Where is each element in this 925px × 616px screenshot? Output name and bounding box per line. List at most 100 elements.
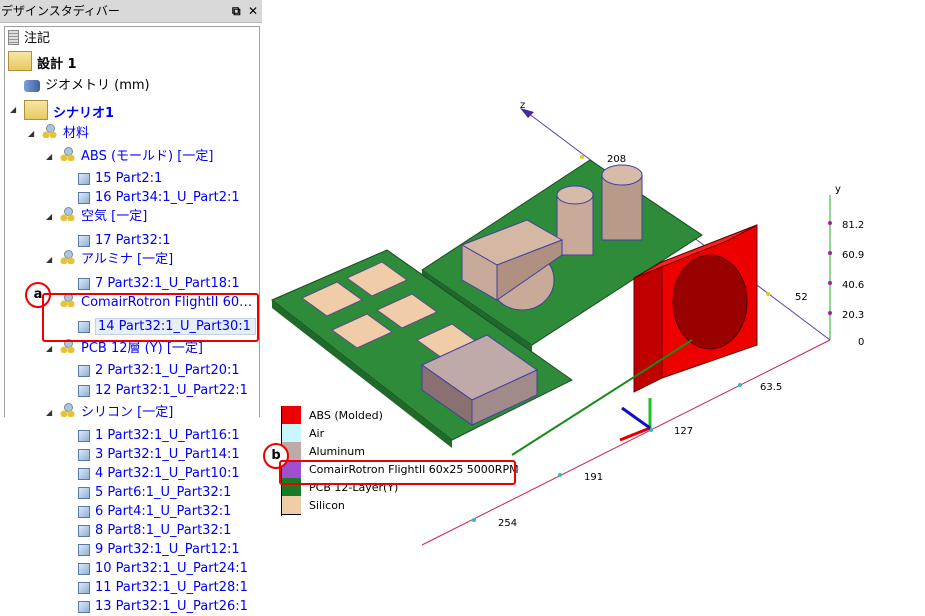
tree-item[interactable]: ◢ シリコン [一定] [46, 403, 174, 422]
material-icon [60, 250, 76, 266]
tree-item[interactable]: 設計 1 [8, 51, 77, 72]
y-axis-label: y [835, 184, 841, 195]
tree-item[interactable]: 13 Part32:1_U_Part26:1 [78, 597, 248, 616]
legend-label: Air [309, 427, 325, 440]
tree-item[interactable]: 9 Part32:1_U_Part12:1 [78, 540, 240, 559]
y-tick: 0 [858, 337, 864, 348]
3d-viewport[interactable]: z y 208 52 81.2 60.9 40.6 20.3 0 63.5 12… [262, 0, 925, 604]
tree-item-label: 3 Part32:1_U_Part14:1 [95, 447, 240, 462]
tree-item[interactable]: 1 Part32:1_U_Part16:1 [78, 426, 240, 445]
tree-item[interactable]: 12 Part32:1_U_Part22:1 [78, 381, 248, 400]
heatsink [421, 334, 538, 426]
part-icon [78, 173, 90, 185]
part-icon [78, 385, 90, 397]
legend-label: ComairRotron FlightII 60x25 5000RPM [309, 463, 519, 476]
geometry-icon [24, 80, 40, 92]
tree-item-label: 10 Part32:1_U_Part24:1 [95, 561, 248, 576]
highlight-b [279, 460, 516, 485]
tree-item[interactable]: ◢材料 [28, 124, 89, 143]
z-axis-label: z [520, 100, 525, 111]
tree-item-label: PCB 12層 (Y) [一定] [81, 341, 204, 356]
y-tick: 20.3 [842, 310, 864, 321]
legend-label: ABS (Molded) [309, 409, 383, 422]
legend-swatch [281, 424, 301, 443]
tree-item[interactable]: 14 Part32:1_U_Part30:1 [78, 317, 256, 336]
expand-arrow-icon[interactable]: ◢ [46, 212, 53, 221]
part-icon [78, 449, 90, 461]
tree-item[interactable]: ◢ PCB 12層 (Y) [一定] [46, 339, 204, 358]
tree-item[interactable]: ◢ シナリオ1 [10, 100, 115, 121]
tree-item[interactable]: ComairRotron FlightII 60… [60, 293, 252, 312]
tree-item-label: 注記 [24, 31, 51, 46]
panel-title: デザインスタディバー [1, 4, 120, 18]
tree-item-label: ジオメトリ (mm) [45, 78, 150, 93]
x-tick: 254 [498, 518, 517, 529]
tree-item-label: 14 Part32:1_U_Part30:1 [95, 318, 256, 335]
tree-item[interactable]: 11 Part32:1_U_Part28:1 [78, 578, 248, 597]
material-icon [42, 124, 58, 140]
tree-item[interactable]: ◢ABS (モールド) [一定] [46, 147, 213, 166]
expand-arrow-icon[interactable]: ◢ [28, 129, 35, 138]
part-icon [78, 321, 90, 333]
part-icon [78, 487, 90, 499]
material-icon [60, 147, 76, 163]
part-icon [78, 365, 90, 377]
part-icon [78, 525, 90, 537]
y-axis-ticks [828, 221, 832, 315]
y-tick: 81.2 [842, 220, 864, 231]
expand-arrow-icon[interactable]: ◢ [46, 344, 53, 353]
tree-item-label: 6 Part4:1_U_Part32:1 [95, 504, 232, 519]
part-icon [78, 430, 90, 442]
tree-item[interactable]: ◢ アルミナ [一定] [46, 250, 174, 269]
tree-item[interactable]: 16 Part34:1_U_Part2:1 [78, 188, 240, 207]
panel-titlebar: デザインスタディバー ⧉ ✕ [0, 0, 262, 23]
tree-item-label: シナリオ1 [53, 106, 115, 121]
tree-item[interactable]: 2 Part32:1_U_Part20:1 [78, 361, 240, 380]
tree-item-label: 13 Part32:1_U_Part26:1 [95, 599, 248, 614]
expand-arrow-icon[interactable]: ◢ [46, 255, 53, 264]
tree-item[interactable]: 5 Part6:1_U_Part32:1 [78, 483, 231, 502]
part-icon [78, 544, 90, 556]
highlight-a [42, 293, 259, 342]
z2-tick: 52 [795, 292, 808, 303]
callout-b: b [263, 443, 289, 469]
part-icon [78, 601, 90, 613]
part-icon [78, 278, 90, 290]
tree-item-label: シリコン [一定] [81, 405, 174, 420]
y-tick: 40.6 [842, 280, 864, 291]
expand-arrow-icon[interactable]: ◢ [46, 408, 53, 417]
tree-item-label: 1 Part32:1_U_Part16:1 [95, 428, 240, 443]
expand-arrow-icon[interactable]: ◢ [46, 152, 53, 161]
z-axis-arrow [520, 108, 534, 118]
part-icon [78, 192, 90, 204]
tree-item[interactable]: 4 Part32:1_U_Part10:1 [78, 464, 240, 483]
tree-item[interactable]: ジオメトリ (mm) [24, 76, 150, 95]
tree-item-label: ComairRotron FlightII 60… [81, 295, 253, 310]
tree-item[interactable]: 10 Part32:1_U_Part24:1 [78, 559, 248, 578]
silicon-chips [301, 261, 478, 359]
expand-arrow-icon[interactable]: ◢ [10, 105, 17, 114]
legend-label: Aluminum [309, 445, 365, 458]
tree-item[interactable]: 17 Part32:1 [78, 231, 171, 250]
tree-item-label: 設計 1 [37, 57, 77, 72]
tree-item-label: アルミナ [一定] [81, 252, 174, 267]
tree-item[interactable]: 6 Part4:1_U_Part32:1 [78, 502, 231, 521]
tree-item[interactable]: 3 Part32:1_U_Part14:1 [78, 445, 240, 464]
material-icon [60, 403, 76, 419]
tree-item[interactable]: 8 Part8:1_U_Part32:1 [78, 521, 231, 540]
design-folder-icon [8, 51, 32, 71]
part-icon [78, 468, 90, 480]
tree-item[interactable]: 7 Part32:1_U_Part18:1 [78, 274, 240, 293]
z-tick: 208 [607, 154, 626, 165]
tree-item-label: 4 Part32:1_U_Part10:1 [95, 466, 240, 481]
note-icon [8, 30, 19, 45]
close-icon[interactable]: ✕ [248, 4, 259, 18]
tree-item-label: 17 Part32:1 [95, 233, 171, 248]
tree-item[interactable]: ◢空気 [一定] [46, 207, 147, 226]
tree-item[interactable]: 注記 [8, 29, 50, 48]
part-icon [78, 506, 90, 518]
x-tick: 63.5 [760, 382, 782, 393]
restore-icon[interactable]: ⧉ [232, 4, 241, 18]
tree-item[interactable]: 15 Part2:1 [78, 169, 162, 188]
part-icon [78, 582, 90, 594]
